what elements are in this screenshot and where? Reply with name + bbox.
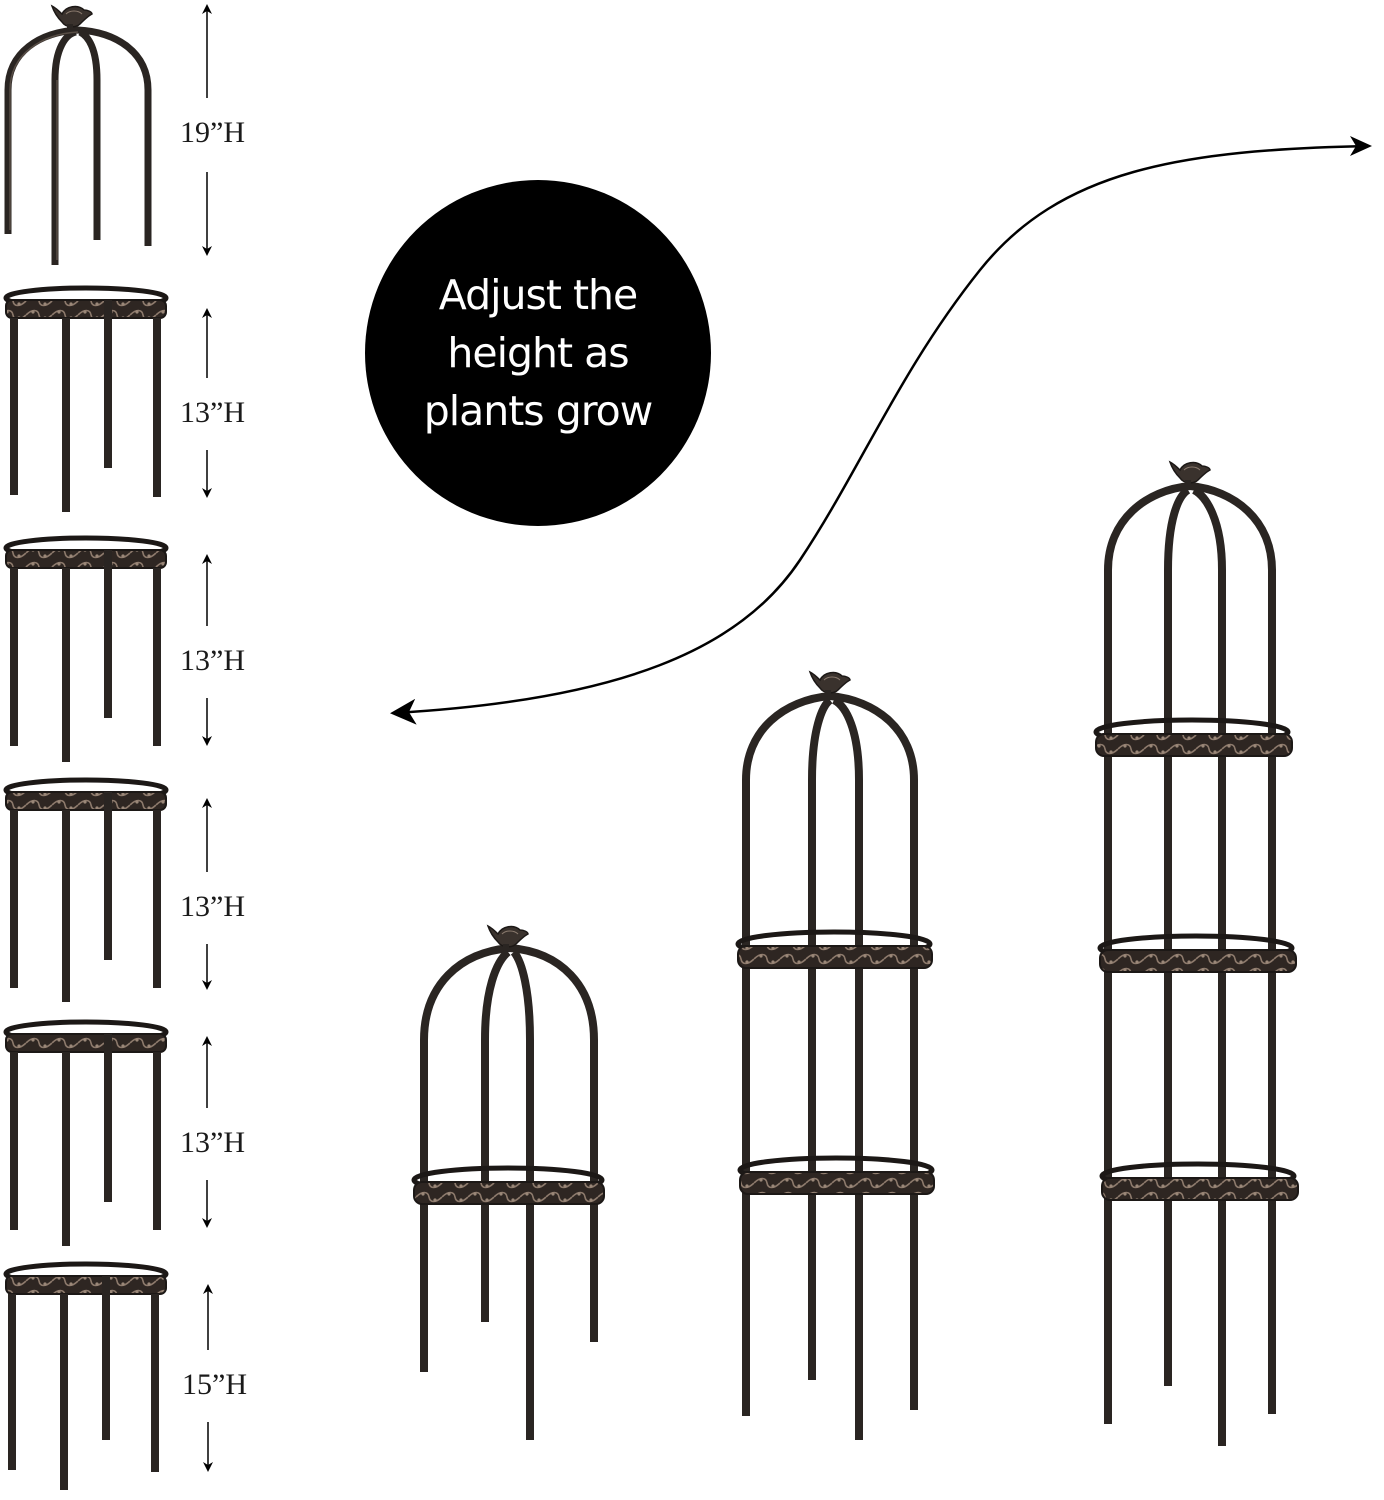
assembled-medium-obelisk bbox=[735, 671, 935, 1440]
dimension-label-ring-section-2: 13”H bbox=[180, 644, 245, 677]
component-ring-section-3 bbox=[3, 777, 169, 1002]
assembled-tall-obelisk bbox=[1093, 461, 1299, 1446]
badge-line-1: Adjust the bbox=[438, 271, 638, 319]
curved-arrow-icon bbox=[390, 144, 1369, 725]
vertical-dimension-arrow-icon bbox=[202, 4, 213, 1472]
dimension-label-ring-section-4: 13”H bbox=[180, 1126, 245, 1159]
badge-line-3: plants grow bbox=[423, 387, 654, 435]
dimension-label-ring-section-3: 13”H bbox=[180, 890, 245, 923]
component-top-dome bbox=[4, 5, 152, 265]
component-ring-section-4 bbox=[3, 1019, 169, 1246]
component-ring-section-2 bbox=[3, 535, 169, 762]
component-ring-section-1 bbox=[3, 285, 169, 512]
dimension-label-base-stake: 15”H bbox=[182, 1368, 247, 1401]
dimension-label-ring-section-1: 13”H bbox=[180, 396, 245, 429]
badge-text: Adjust the height as plants grow bbox=[423, 266, 654, 440]
dimension-label-top-dome: 19”H bbox=[180, 116, 245, 149]
arrow-head-right-icon bbox=[1350, 136, 1372, 156]
assembled-short-obelisk bbox=[411, 925, 605, 1440]
badge-line-2: height as bbox=[447, 329, 629, 377]
adjust-height-badge: Adjust the height as plants grow bbox=[365, 180, 711, 526]
component-base-stake-section bbox=[3, 1261, 169, 1490]
